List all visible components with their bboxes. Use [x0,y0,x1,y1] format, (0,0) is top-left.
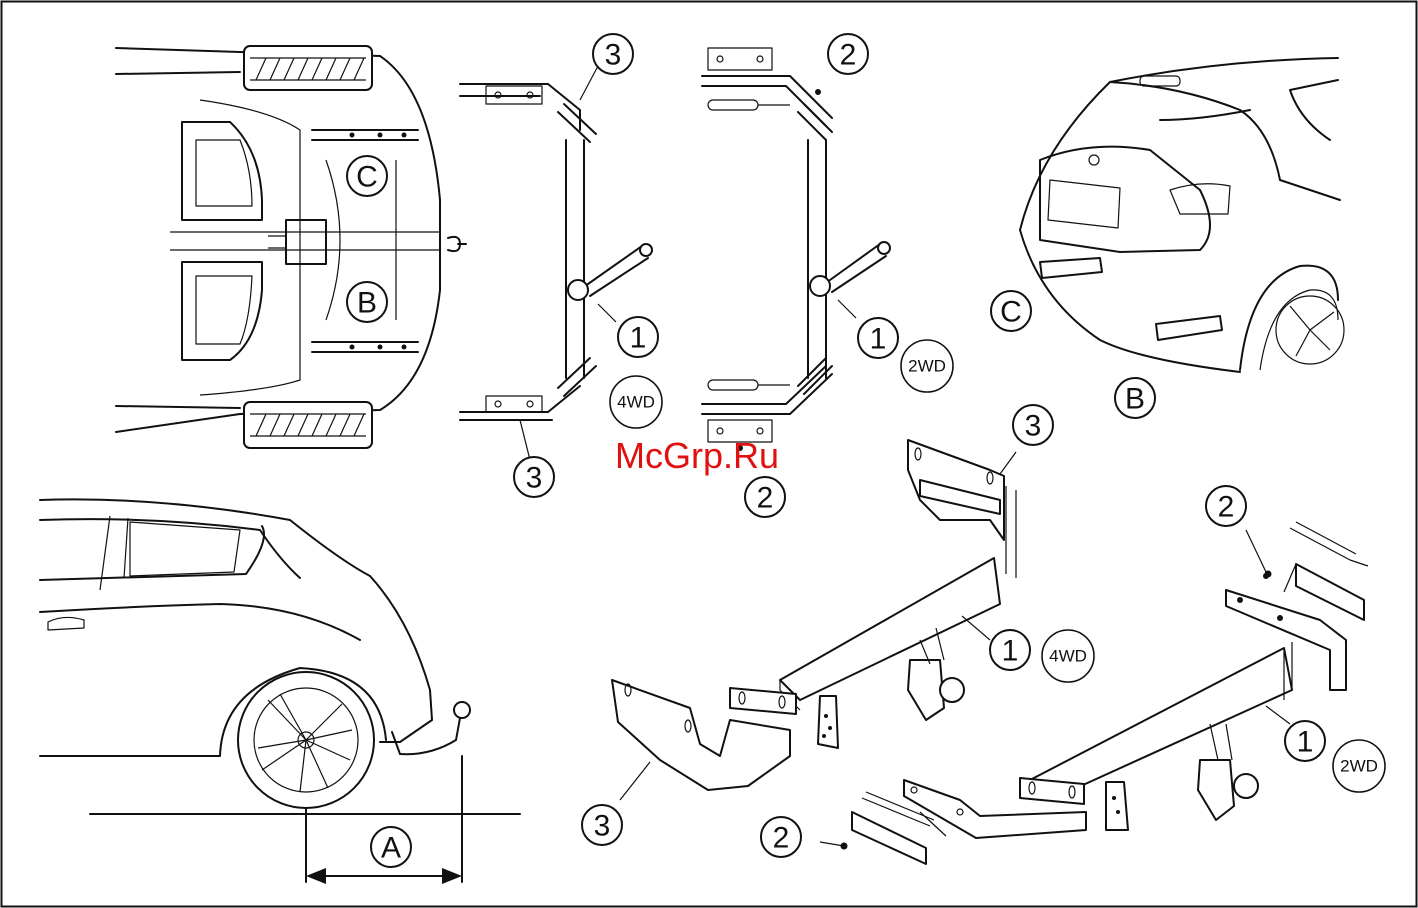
svg-text:4WD: 4WD [1049,647,1087,666]
callout-a-dimension: A [371,827,411,867]
callout-b-top: B [347,282,387,322]
svg-text:C: C [1000,296,1022,329]
callout-2-2wd-upper: 2 [1206,486,1246,526]
callout-2-2wd-lower: 2 [761,817,801,857]
car-rear-three-quarter-view: C B [991,58,1344,418]
svg-text:4WD: 4WD [617,393,655,412]
callout-1-2wd-bar: 1 [1285,721,1325,761]
underbody-top-view: C B [116,46,466,448]
callout-2-2wd-bottom: 2 [745,477,785,517]
label-2wd-bar: 2WD [1333,740,1385,792]
label-2wd-top: 2WD [901,340,953,392]
svg-text:3: 3 [1025,410,1042,443]
callout-1-4wd-top: 1 [618,317,658,357]
callout-c-car: C [991,291,1031,331]
svg-text:1: 1 [630,322,647,355]
svg-text:1: 1 [1002,635,1019,668]
callout-b-car: B [1115,378,1155,418]
crossbar-4wd-top-view: 3 1 3 4WD [460,34,662,497]
svg-text:2WD: 2WD [1340,757,1378,776]
svg-text:3: 3 [526,462,543,495]
callout-3-4wd-bottom: 3 [514,457,554,497]
svg-text:2: 2 [773,822,790,855]
tyre-bottom [244,402,372,448]
svg-text:A: A [381,832,401,865]
callout-3-4wd-lower: 3 [582,805,622,845]
label-4wd-bar: 4WD [1042,630,1094,682]
callout-3-4wd-top: 3 [593,34,633,74]
watermark-text: McGrp.Ru [615,435,779,476]
callout-c-top: C [347,156,387,196]
svg-text:3: 3 [594,810,611,843]
car-side-view: A [40,499,520,884]
svg-text:2: 2 [757,482,774,515]
svg-text:3: 3 [605,39,622,72]
svg-text:2: 2 [840,39,857,72]
label-4wd-top: 4WD [610,376,662,428]
svg-text:1: 1 [870,323,887,356]
svg-text:1: 1 [1297,726,1314,759]
callout-1-4wd-bar: 1 [990,630,1030,670]
svg-text:B: B [1125,383,1145,416]
callout-2-2wd-top: 2 [828,34,868,74]
svg-text:C: C [356,161,378,194]
svg-text:2WD: 2WD [908,357,946,376]
callout-1-2wd-top: 1 [858,318,898,358]
callout-3-4wd-upper: 3 [1013,405,1053,445]
svg-text:2: 2 [1218,491,1235,524]
tyre-top [244,46,372,90]
svg-text:B: B [357,287,377,320]
